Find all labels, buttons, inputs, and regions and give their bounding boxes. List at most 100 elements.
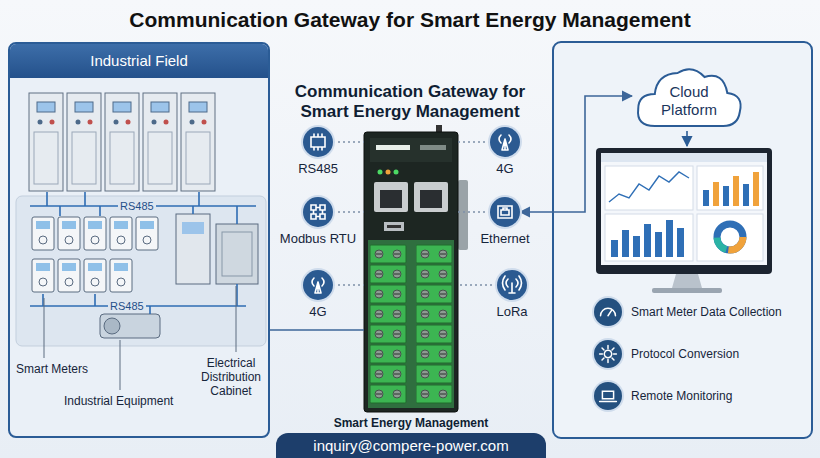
feature-icon: [594, 340, 622, 368]
protocol-icon: LoRa: [497, 270, 527, 300]
feature-item: Remote Monitoring: [594, 382, 732, 410]
protocol-icon-text: Ethernet: [480, 231, 529, 246]
protocol-glyph: [303, 270, 333, 300]
cloud-node: Cloud Platform: [632, 62, 746, 130]
feature-glyph-path: [600, 346, 617, 363]
monitor-neck: [672, 274, 702, 288]
bar: [633, 236, 640, 257]
bar: [666, 220, 673, 257]
protocol-glyph: [490, 127, 520, 157]
device-model-plate: [420, 145, 446, 150]
dashboard-card: [697, 214, 763, 261]
rj45-socket: [420, 190, 442, 208]
protocol-glyph: [303, 127, 333, 157]
status-led: [394, 170, 399, 175]
terminal-blocks: [370, 244, 452, 404]
subtitle: Communication Gateway for Smart Energy M…: [280, 82, 540, 122]
donut-segment: [717, 224, 743, 250]
dashboard-card: [605, 166, 693, 210]
line-chart: [609, 172, 689, 202]
connector-line: [520, 96, 632, 212]
device-front-plate: [370, 138, 452, 162]
protocol-glyph-path: [311, 205, 325, 219]
dotted-link: [333, 284, 364, 286]
feature-glyph: [594, 382, 622, 410]
protocol-icon-text: LoRa: [496, 304, 527, 319]
status-led: [378, 170, 383, 175]
cloud-to-monitor-arrow: [686, 131, 688, 146]
page-title: Communication Gateway for Smart Energy M…: [0, 7, 820, 33]
dashboard-card: [697, 166, 763, 210]
connector-line: [270, 329, 364, 331]
protocol-icon-text: 4G: [496, 161, 513, 176]
rs485-bus: [30, 192, 256, 224]
equipment-cabinet: [176, 214, 210, 284]
dotted-link: [333, 211, 364, 213]
din-rail-clip: [458, 180, 468, 250]
smart-meter-row: [30, 258, 134, 294]
protocol-icon: Modbus RTU: [303, 197, 333, 227]
equipment-screen: [182, 222, 204, 234]
dotted-link: [458, 284, 497, 286]
cabinet-row: [28, 92, 218, 192]
protocol-glyph-path: [312, 278, 324, 293]
feature-item-text: Remote Monitoring: [631, 389, 732, 403]
protocol-glyph: [303, 197, 333, 227]
protocol-icon: Ethernet: [490, 197, 520, 227]
protocol-icon-text: Modbus RTU: [280, 231, 356, 246]
feature-icon: [594, 298, 622, 326]
smart-meter-row: [30, 216, 160, 252]
protocol-icon: 4G: [303, 270, 333, 300]
protocol-glyph-path: [498, 206, 512, 218]
bar: [723, 186, 729, 206]
bar: [655, 232, 662, 257]
part-label: Electrical Distribution Cabinet: [196, 356, 266, 398]
protocol-icon: RS485: [303, 127, 333, 157]
contact-band: inquiry@compere-power.com: [276, 433, 546, 458]
bus-label: RS485: [108, 299, 146, 313]
donut-chart: [717, 224, 743, 250]
bar: [703, 190, 709, 206]
protocol-glyph-path: [503, 276, 522, 293]
rs485-bus: [30, 284, 246, 314]
terminal-board: [368, 240, 454, 408]
protocol-icon-text: RS485: [298, 161, 338, 176]
pump-body: [100, 314, 160, 338]
bar: [713, 182, 719, 206]
monitor-frame: [596, 148, 772, 274]
contact-band-text: inquiry@compere-power.com: [313, 437, 508, 454]
cloud-outline: [638, 69, 741, 126]
industrial-field-illustration: [16, 92, 266, 390]
cloud-node-text: Cloud Platform: [654, 83, 724, 119]
bar: [622, 230, 629, 257]
bar: [753, 172, 759, 206]
feature-item-text: Protocol Conversion: [631, 347, 739, 361]
protocol-glyph-path: [311, 134, 325, 150]
part-label: Industrial Equipment: [64, 394, 173, 408]
rj45-socket: [380, 190, 402, 208]
feature-glyph-path: [601, 308, 616, 315]
bar: [677, 228, 684, 257]
bar: [644, 224, 651, 257]
usb-socket: [387, 225, 401, 228]
donut-segment: [717, 224, 743, 250]
dotted-link: [333, 141, 364, 143]
bar: [611, 240, 618, 257]
gateway-device: [364, 125, 468, 412]
distribution-cabinet: [216, 224, 258, 284]
protocol-glyph: [490, 197, 520, 227]
rj45-port: [374, 182, 408, 212]
field-panel-text: Industrial Field: [10, 44, 268, 78]
gateway-device-box-text: Smart Energy Management: [334, 416, 489, 431]
device-logo: [376, 145, 410, 150]
protocol-icon: 4G: [490, 127, 520, 157]
device-housing: [364, 132, 458, 412]
feature-glyph: [594, 340, 622, 368]
rj45-port: [414, 182, 448, 212]
dashboard-monitor: [596, 131, 772, 293]
bar: [743, 184, 749, 206]
bar: [733, 176, 739, 206]
dotted-link: [458, 211, 490, 213]
